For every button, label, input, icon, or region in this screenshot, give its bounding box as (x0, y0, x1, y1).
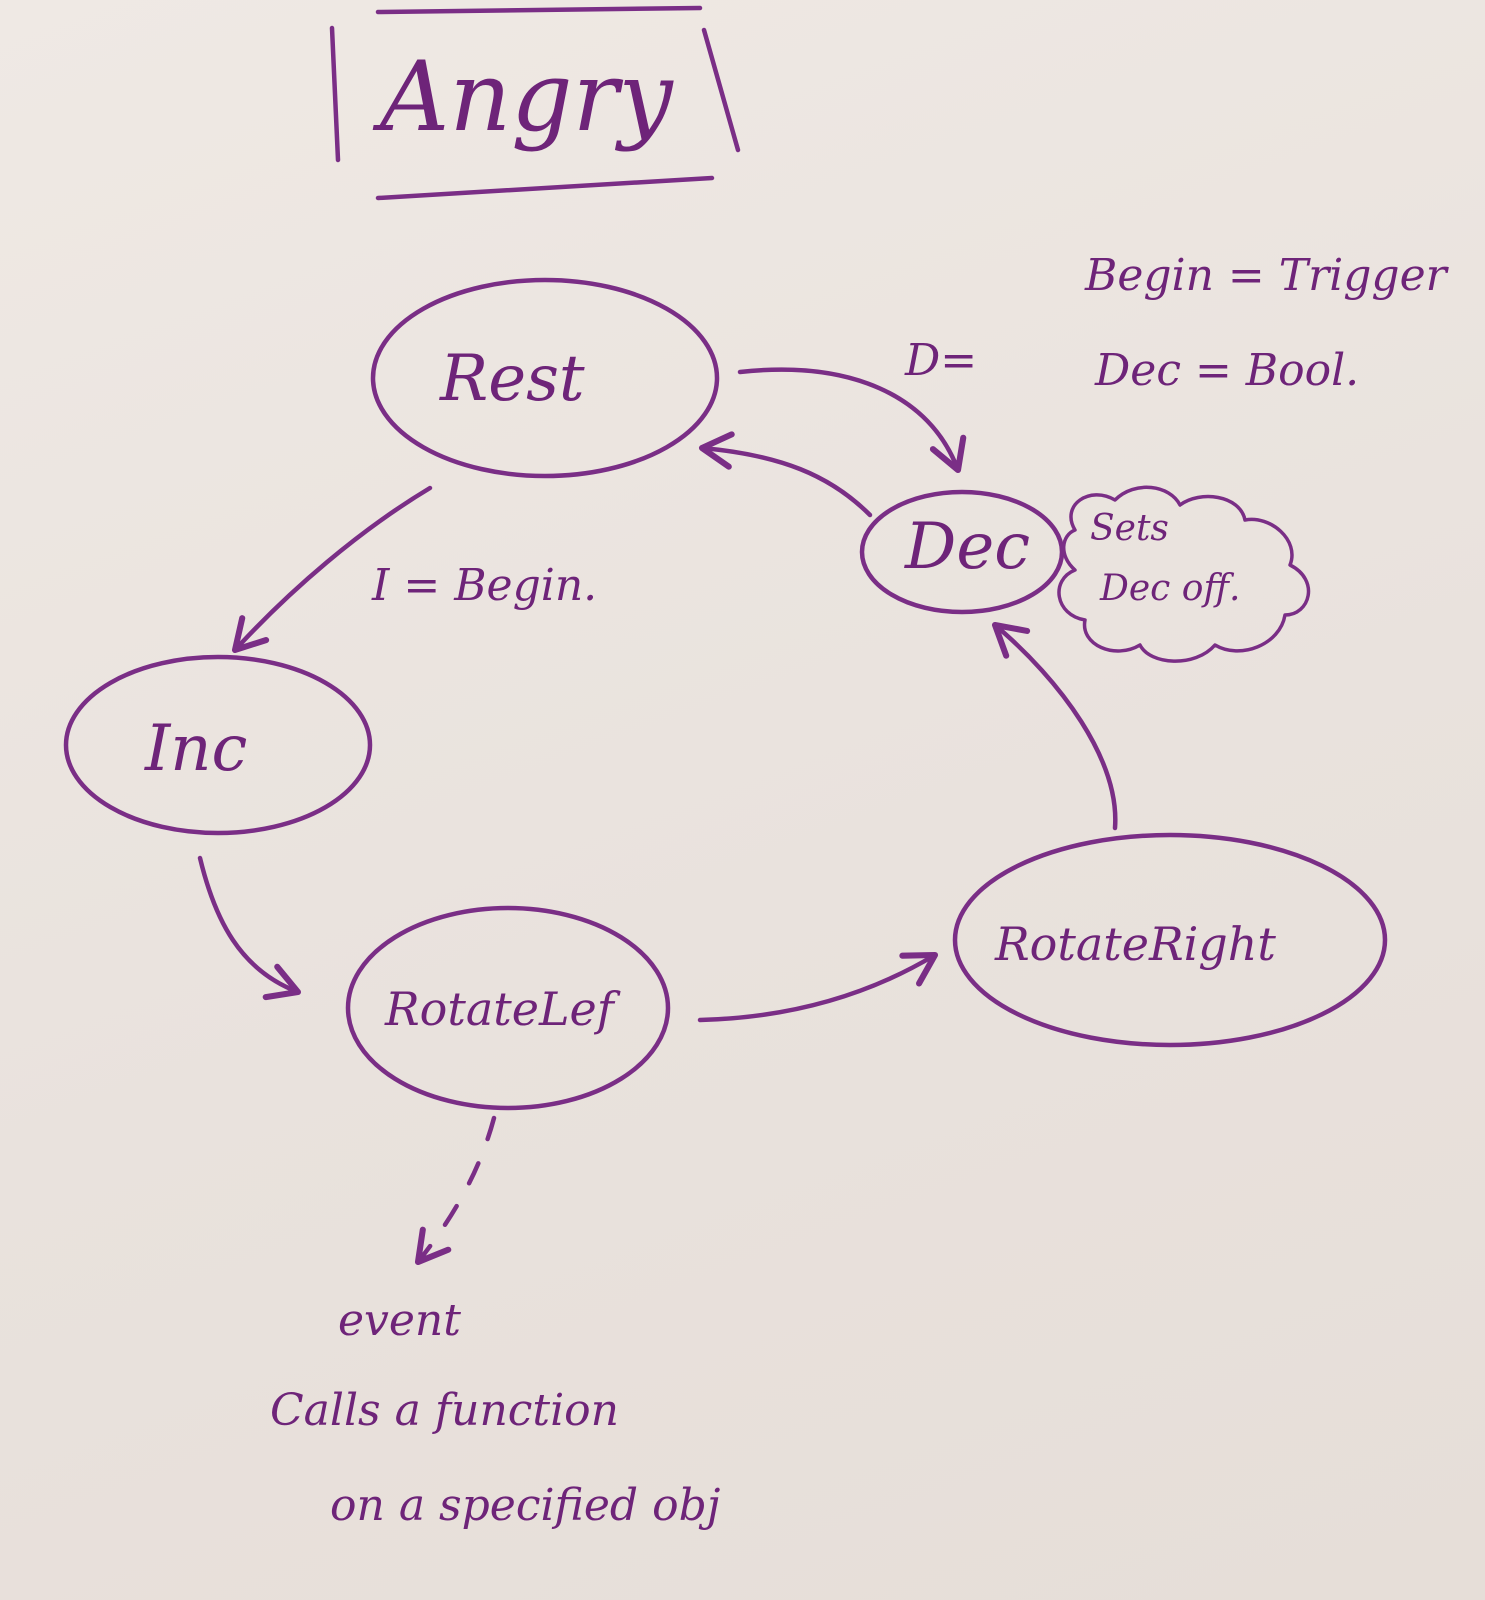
state-inc-label: Inc (144, 712, 247, 786)
event-note-line3: on a specified obj (330, 1480, 720, 1531)
dec-note-line1: Sets (1090, 508, 1169, 549)
legend: Begin = Trigger Dec = Bool. (1084, 250, 1450, 396)
state-rotate-right-label: RotateRight (994, 917, 1276, 971)
state-inc: Inc (63, 654, 373, 836)
title-box-top-stroke (375, 5, 703, 15)
title-box: Angry (329, 5, 741, 201)
arrow-dec-to-rest (698, 431, 873, 518)
arrow-rotate-left-to-event (414, 1115, 497, 1266)
state-rest: Rest (370, 277, 720, 479)
transitions: D= I = Begin. (197, 335, 1118, 1266)
dec-note-line2: Dec off. (1099, 568, 1240, 609)
event-note-line1: event (338, 1295, 461, 1346)
state-rest-outline (370, 277, 720, 479)
event-note: event Calls a function on a specified ob… (270, 1295, 720, 1531)
arrow-rest-to-inc (231, 485, 433, 654)
legend-line-bool: Dec = Bool. (1094, 345, 1359, 396)
title-box-right-stroke (701, 27, 741, 153)
state-rotate-left-outline (345, 905, 671, 1111)
state-rotate-right: RotateRight (952, 832, 1388, 1048)
dec-note-cloud: Sets Dec off. (1057, 485, 1311, 663)
state-dec-outline (859, 489, 1065, 615)
state-rest-label: Rest (439, 342, 585, 416)
arrow-inc-to-rotate-left (197, 855, 302, 1001)
label-rest-to-inc: I = Begin. (371, 560, 597, 611)
state-rotate-left: RotateLef (345, 905, 671, 1111)
label-rest-to-dec: D= (904, 335, 977, 386)
event-note-line2: Calls a function (270, 1385, 619, 1436)
cloud-outline (1057, 485, 1311, 663)
title-underline (375, 175, 715, 201)
state-inc-outline (63, 654, 373, 836)
state-rotate-left-label: RotateLef (384, 982, 621, 1036)
state-dec-label: Dec (904, 510, 1030, 584)
arrow-rest-to-dec (737, 367, 967, 474)
title-box-left-stroke (329, 25, 341, 163)
diagram-title: Angry (372, 41, 675, 153)
state-rotate-right-outline (952, 832, 1388, 1048)
state-dec: Dec (859, 489, 1065, 615)
arrow-rotate-left-to-rotate-right (697, 951, 939, 1023)
arrow-rotate-right-to-dec (991, 621, 1118, 831)
legend-line-trigger: Begin = Trigger (1084, 250, 1450, 301)
